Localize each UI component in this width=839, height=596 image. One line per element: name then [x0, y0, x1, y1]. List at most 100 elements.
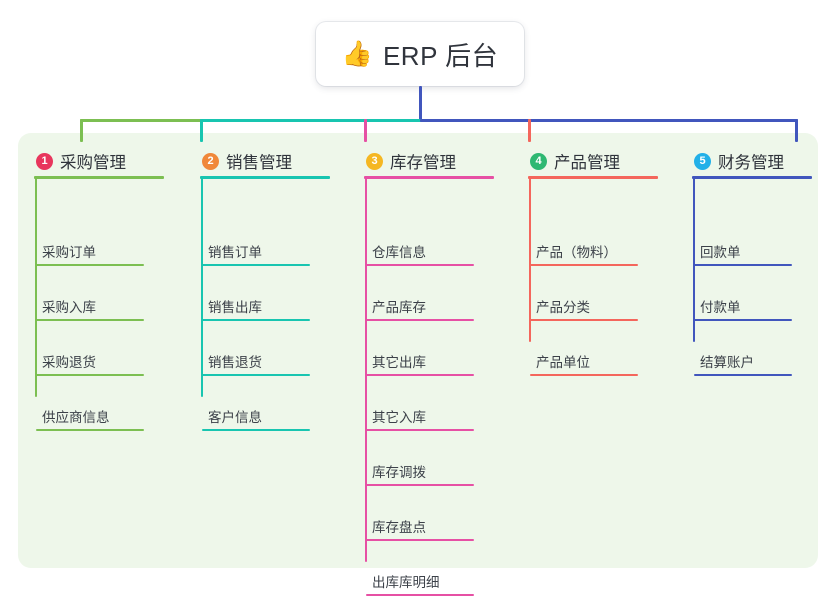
leaf-item-rule: [530, 319, 638, 321]
connector-bar-segment-2: [200, 119, 423, 122]
leaf-item-rule: [202, 374, 310, 376]
leaf-item-label: 采购入库: [42, 300, 96, 315]
leaf-item-label: 出库库明细: [372, 575, 440, 590]
column-spine: [365, 178, 367, 562]
column-header-rule: [364, 176, 494, 179]
column-number-badge: 3: [366, 152, 383, 170]
column-drop-line-5: [795, 119, 798, 142]
column-title: 产品管理: [554, 154, 620, 172]
column-spine: [529, 178, 531, 342]
column-spine: [35, 178, 37, 397]
column-3: 3 库存管理仓库信息产品库存其它出库其它入库库存调拨库存盘点出库库明细: [350, 144, 500, 596]
leaf-item[interactable]: 库存调拨: [350, 460, 500, 486]
root-trunk-line: [418, 86, 422, 122]
column-title: 销售管理: [226, 154, 292, 172]
leaf-item-label: 客户信息: [208, 410, 262, 425]
leaf-item-label: 结算账户: [700, 355, 754, 370]
column-header-rule: [692, 176, 812, 179]
leaf-item-label: 供应商信息: [42, 410, 110, 425]
leaf-item-rule: [366, 539, 474, 541]
leaf-item-label: 库存调拨: [372, 465, 426, 480]
thumbs-up-icon: 👍: [341, 39, 373, 68]
leaf-item-rule: [202, 429, 310, 431]
leaf-item[interactable]: 客户信息: [186, 405, 336, 431]
column-header-rule: [528, 176, 658, 179]
leaf-item[interactable]: 产品单位: [514, 350, 664, 376]
leaf-item[interactable]: 采购入库: [20, 295, 170, 321]
leaf-item-label: 采购退货: [42, 355, 96, 370]
leaf-item-label: 采购订单: [42, 245, 96, 260]
leaf-item-rule: [366, 374, 474, 376]
connector-bar-segment-3: [420, 119, 798, 122]
leaf-item-rule: [530, 264, 638, 266]
leaf-item-label: 销售订单: [208, 245, 262, 260]
leaf-item-label: 其它入库: [372, 410, 426, 425]
leaf-item-label: 库存盘点: [372, 520, 426, 535]
column-header-rule: [34, 176, 164, 179]
leaf-item-label: 回款单: [700, 245, 741, 260]
diagram-panel: [18, 133, 818, 568]
column-number-badge: 2: [202, 152, 219, 170]
column-header-3[interactable]: 3 库存管理: [350, 144, 500, 178]
leaf-item[interactable]: 其它入库: [350, 405, 500, 431]
leaf-item[interactable]: 销售退货: [186, 350, 336, 376]
leaf-item-label: 仓库信息: [372, 245, 426, 260]
leaf-item[interactable]: 出库库明细: [350, 570, 500, 596]
column-4: 4 产品管理产品（物料） 产品分类产品单位: [514, 144, 664, 376]
leaf-item[interactable]: 库存盘点: [350, 515, 500, 541]
leaf-item-label: 其它出库: [372, 355, 426, 370]
column-header-4[interactable]: 4 产品管理: [514, 144, 664, 178]
leaf-item[interactable]: 产品（物料）: [514, 240, 664, 266]
column-spine: [201, 178, 203, 397]
column-1: 1 采购管理采购订单采购入库采购退货供应商信息: [20, 144, 170, 431]
leaf-item[interactable]: 仓库信息: [350, 240, 500, 266]
leaf-item-label: 销售出库: [208, 300, 262, 315]
leaf-item[interactable]: 结算账户: [678, 350, 818, 376]
leaf-item-rule: [36, 319, 144, 321]
leaf-item-label: 产品分类: [536, 300, 590, 315]
leaf-item-rule: [694, 319, 792, 321]
leaf-item-rule: [694, 264, 792, 266]
connector-bar-segment-1: [80, 119, 203, 122]
leaf-item[interactable]: 采购订单: [20, 240, 170, 266]
column-drop-line-3: [364, 119, 367, 142]
column-title: 库存管理: [390, 154, 456, 172]
leaf-item[interactable]: 付款单: [678, 295, 818, 321]
column-drop-line-1: [80, 119, 83, 142]
root-node-card[interactable]: 👍 ERP 后台: [316, 22, 524, 86]
leaf-item[interactable]: 销售订单: [186, 240, 336, 266]
leaf-item[interactable]: 其它出库: [350, 350, 500, 376]
leaf-item-label: 销售退货: [208, 355, 262, 370]
column-2: 2 销售管理销售订单销售出库销售退货客户信息: [186, 144, 336, 431]
leaf-item-rule: [366, 319, 474, 321]
leaf-item[interactable]: 回款单: [678, 240, 818, 266]
root-node-content: 👍 ERP 后台: [342, 36, 498, 73]
leaf-item[interactable]: 产品分类: [514, 295, 664, 321]
column-title: 采购管理: [60, 154, 126, 172]
leaf-item[interactable]: 供应商信息: [20, 405, 170, 431]
column-drop-line-2: [200, 119, 203, 142]
leaf-item[interactable]: 销售出库: [186, 295, 336, 321]
leaf-item-rule: [530, 374, 638, 376]
leaf-item-label: 付款单: [700, 300, 741, 315]
column-number-badge: 5: [694, 152, 711, 170]
leaf-item-label: 产品（物料）: [536, 245, 617, 260]
column-spine: [693, 178, 695, 342]
leaf-item[interactable]: 采购退货: [20, 350, 170, 376]
leaf-item-rule: [366, 264, 474, 266]
leaf-item-label: 产品单位: [536, 355, 590, 370]
column-header-1[interactable]: 1 采购管理: [20, 144, 170, 178]
leaf-item-rule: [694, 374, 792, 376]
leaf-item-rule: [36, 374, 144, 376]
column-number-badge: 1: [36, 152, 53, 170]
column-number-badge: 4: [530, 152, 547, 170]
leaf-item[interactable]: 产品库存: [350, 295, 500, 321]
column-header-2[interactable]: 2 销售管理: [186, 144, 336, 178]
leaf-item-rule: [202, 264, 310, 266]
root-title: ERP 后台: [382, 40, 499, 71]
leaf-item-label: 产品库存: [372, 300, 426, 315]
leaf-item-rule: [36, 264, 144, 266]
